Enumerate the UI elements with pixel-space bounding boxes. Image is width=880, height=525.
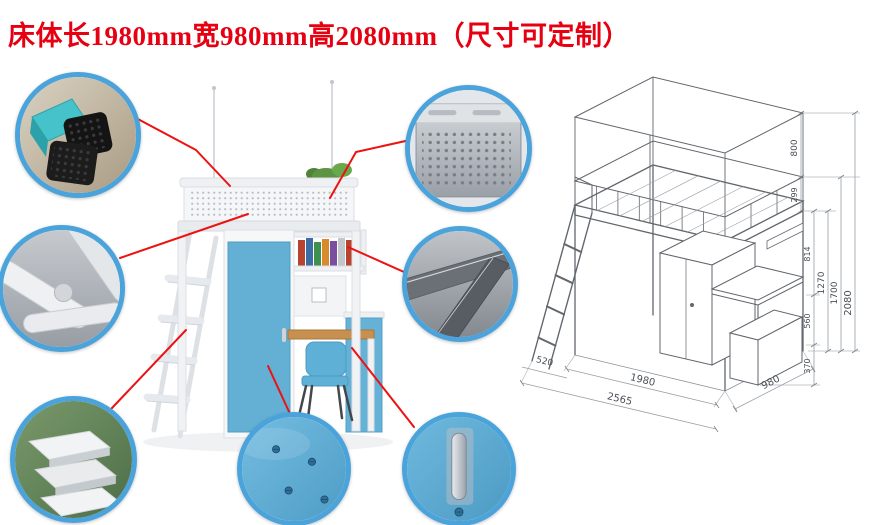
- books: [298, 238, 353, 266]
- wardrobe-handle: [282, 328, 286, 342]
- dimension-lines: [520, 110, 859, 433]
- callout-corner-foot-pads: [15, 72, 141, 198]
- deck-slats: [597, 170, 789, 238]
- dim-814: 814: [803, 246, 812, 261]
- dim-370: 370: [803, 358, 812, 373]
- perforated-rail: [188, 191, 350, 217]
- callout-steel-beam-joint: [402, 226, 518, 342]
- metal-handle: [446, 427, 474, 517]
- dimension-ticks: [520, 110, 859, 433]
- dim-299: 299: [790, 187, 799, 202]
- callout-bed-frame-tubes: [0, 225, 125, 352]
- callout-perforated-side-rail: [405, 85, 532, 212]
- chair: [296, 341, 354, 422]
- dimension-labels: 800 299 814 560 370 1270 1700 2080 1980 …: [535, 139, 854, 408]
- page-title: 床体长1980mm宽980mm高2080mm（尺寸可定制）: [8, 21, 630, 51]
- product-photo: [143, 80, 393, 452]
- callout-panel-rivets: [237, 412, 351, 525]
- upper-bunk: [177, 177, 361, 232]
- iso-bench: [728, 309, 804, 386]
- callout-cabinet-handle: [402, 412, 516, 525]
- rivets: [272, 445, 329, 504]
- white-frame-tubes: [3, 230, 120, 334]
- dim-1270: 1270: [817, 271, 827, 294]
- callout-ladder-steps: [10, 396, 137, 523]
- dim-1980: 1980: [629, 372, 656, 389]
- wardrobe-door: [227, 241, 291, 433]
- dimension-drawing: 800 299 814 560 370 1270 1700 2080 1980 …: [520, 76, 860, 433]
- extension-lines: [520, 112, 860, 412]
- white-ladder-treads: [28, 430, 124, 517]
- steel-beams: [407, 246, 513, 337]
- iso-ladder: [531, 176, 593, 370]
- dim-520: 520: [535, 355, 554, 369]
- dim-560: 560: [803, 313, 812, 328]
- wardrobe: [223, 229, 295, 439]
- dim-2080: 2080: [843, 290, 854, 315]
- black-foot-pad: [46, 112, 113, 186]
- perforated-panel: [415, 103, 522, 198]
- dim-1700: 1700: [830, 281, 840, 304]
- dim-2565: 2565: [606, 391, 633, 408]
- dim-800: 800: [790, 139, 800, 156]
- desk-top: [287, 329, 375, 340]
